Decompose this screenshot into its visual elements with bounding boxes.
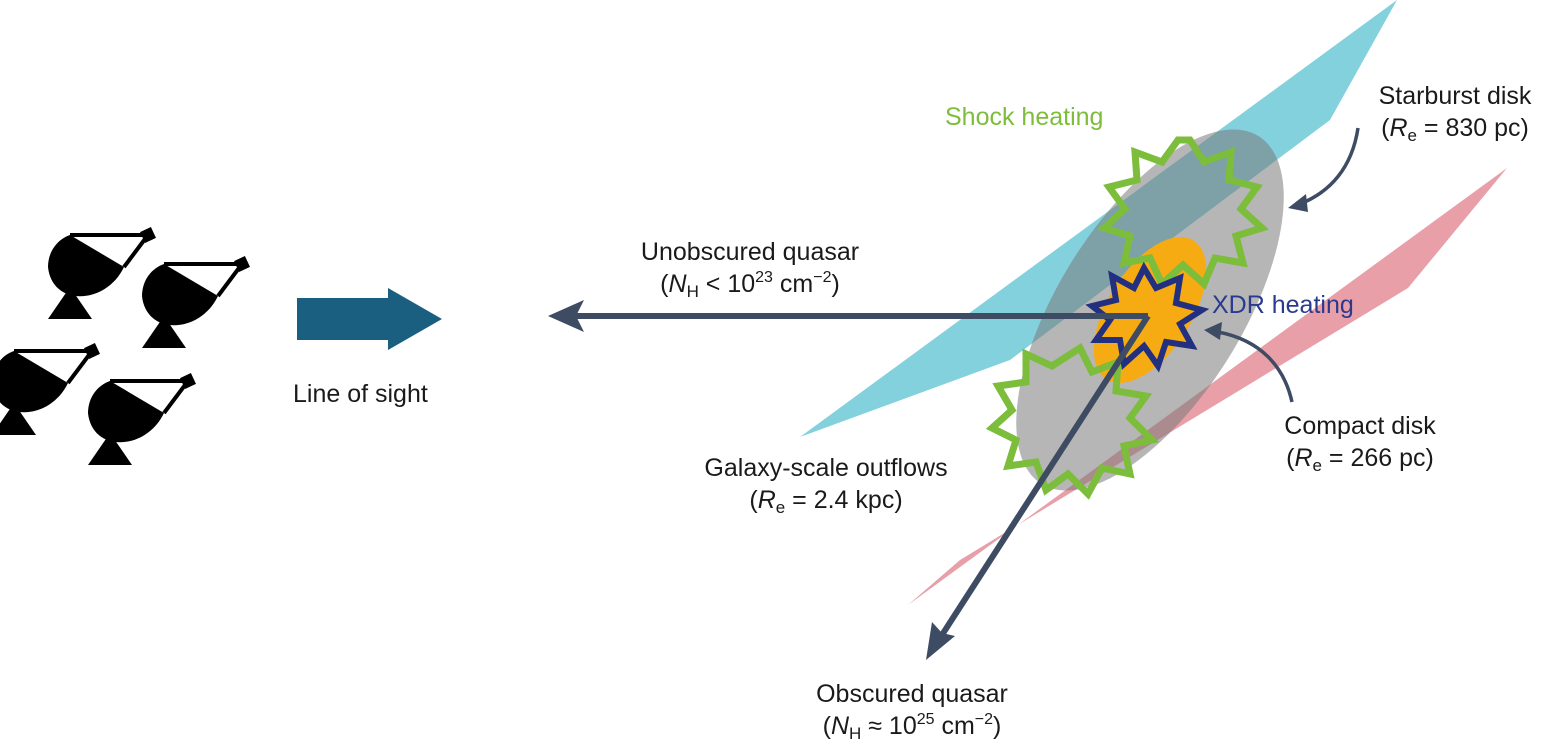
obscured-quasar-density: (NH ≈ 1025 cm−2) <box>822 711 1002 743</box>
outflows-label: Galaxy-scale outflows (Re = 2.4 kpc) <box>676 452 976 516</box>
starburst-disk-label: Starburst disk (Re = 830 pc) <box>1370 80 1540 144</box>
starburst-disk-region <box>800 0 1397 437</box>
line-of-sight-label: Line of sight <box>293 380 428 408</box>
starburst-disk-radius: (Re = 830 pc) <box>1381 114 1529 145</box>
starburst-disk-name: Starburst disk <box>1378 82 1532 110</box>
unobscured-quasar-label: Unobscured quasar (NH < 1023 cm−2) <box>610 236 890 300</box>
radio-dish-icon <box>86 371 198 467</box>
compact-disk-radius: (Re = 266 pc) <box>1286 444 1434 475</box>
compact-disk-name: Compact disk <box>1284 412 1436 440</box>
radio-dish-icon <box>0 341 102 437</box>
obscured-quasar-label: Obscured quasar (NH ≈ 1025 cm−2) <box>772 678 1052 742</box>
xdr-heating-label: XDR heating <box>1212 291 1354 319</box>
line-of-sight-arrow <box>297 288 442 350</box>
shock-star-upper <box>1097 136 1269 290</box>
shock-heating-label: Shock heating <box>945 103 1104 131</box>
unobscured-quasar-name: Unobscured quasar <box>640 238 860 266</box>
starburst-pointer-arrow <box>1288 127 1360 212</box>
unobscured-quasar-density: (NH < 1023 cm−2) <box>660 269 840 301</box>
unobscured-quasar-arrow <box>548 300 1148 332</box>
obscured-quasar-name: Obscured quasar <box>816 680 1008 708</box>
compact-disk-label: Compact disk (Re = 266 pc) <box>1270 410 1450 474</box>
shock-star-lower <box>985 342 1160 500</box>
radio-dish-icon <box>46 225 158 321</box>
compact-pointer-arrow <box>1204 322 1294 403</box>
outflows-radius: (Re = 2.4 kpc) <box>749 486 903 517</box>
obscured-quasar-arrow <box>926 314 1151 660</box>
outflows-name: Galaxy-scale outflows <box>704 454 948 482</box>
radio-dish-icon <box>140 254 252 350</box>
